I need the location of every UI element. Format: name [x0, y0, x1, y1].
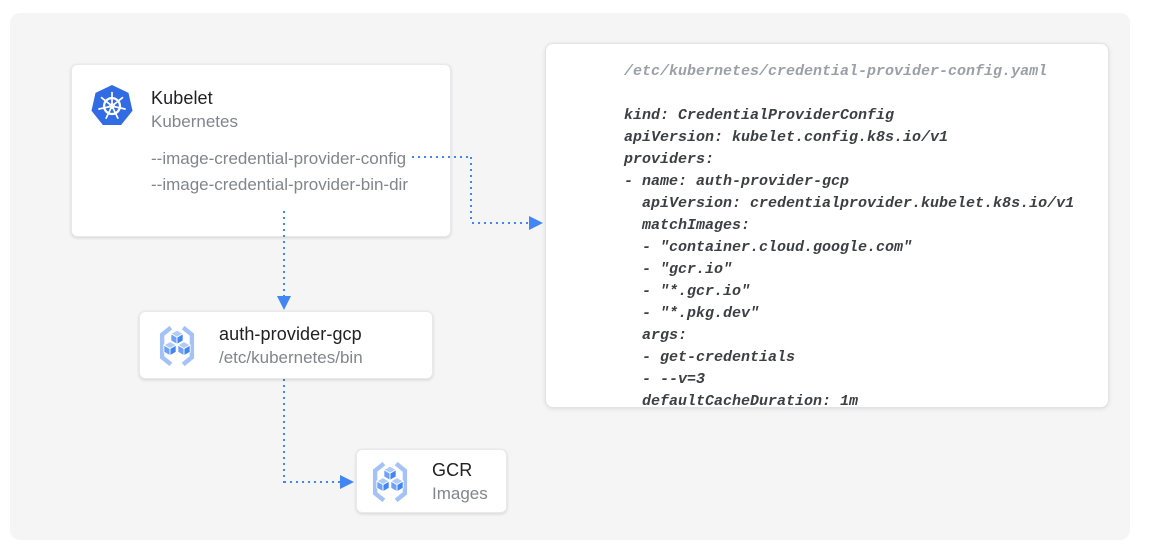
kubernetes-icon — [91, 84, 133, 126]
gcr-card: GCR Images — [356, 449, 507, 513]
auth-provider-title: auth-provider-gcp — [219, 324, 362, 344]
kubelet-card: Kubelet Kubernetes --image-credential-pr… — [71, 64, 451, 237]
arrow-segment — [283, 379, 285, 483]
yaml-file-path: /etc/kubernetes/credential-provider-conf… — [624, 63, 1048, 80]
arrowhead-right-icon — [529, 216, 543, 230]
gcr-subtitle: Images — [432, 484, 488, 503]
flag-image-credential-provider-bin-dir: --image-credential-provider-bin-dir — [151, 175, 408, 194]
auth-provider-card: auth-provider-gcp /etc/kubernetes/bin — [139, 311, 433, 379]
gcr-title: GCR — [432, 460, 473, 480]
flag-image-credential-provider-config: --image-credential-provider-config — [151, 149, 407, 168]
arrowhead-down-icon — [277, 296, 291, 310]
arrow-segment — [283, 211, 285, 296]
auth-provider-path: /etc/kubernetes/bin — [219, 348, 363, 367]
kubelet-subtitle: Kubernetes — [151, 112, 238, 131]
arrow-segment — [412, 156, 471, 158]
arrow-segment — [470, 157, 472, 223]
arrowhead-right-icon — [340, 475, 354, 489]
container-registry-icon — [159, 325, 195, 367]
yaml-code: kind: CredentialProviderConfig apiVersio… — [624, 107, 1075, 408]
diagram-canvas: Kubelet Kubernetes --image-credential-pr… — [10, 13, 1130, 540]
kubelet-flags: --image-credential-provider-config --ima… — [151, 146, 408, 198]
kubelet-title: Kubelet — [151, 88, 213, 108]
arrow-segment — [284, 481, 340, 483]
credential-provider-config-panel: /etc/kubernetes/credential-provider-conf… — [545, 43, 1109, 408]
gcr-icon — [372, 461, 408, 503]
arrow-segment — [472, 222, 529, 224]
